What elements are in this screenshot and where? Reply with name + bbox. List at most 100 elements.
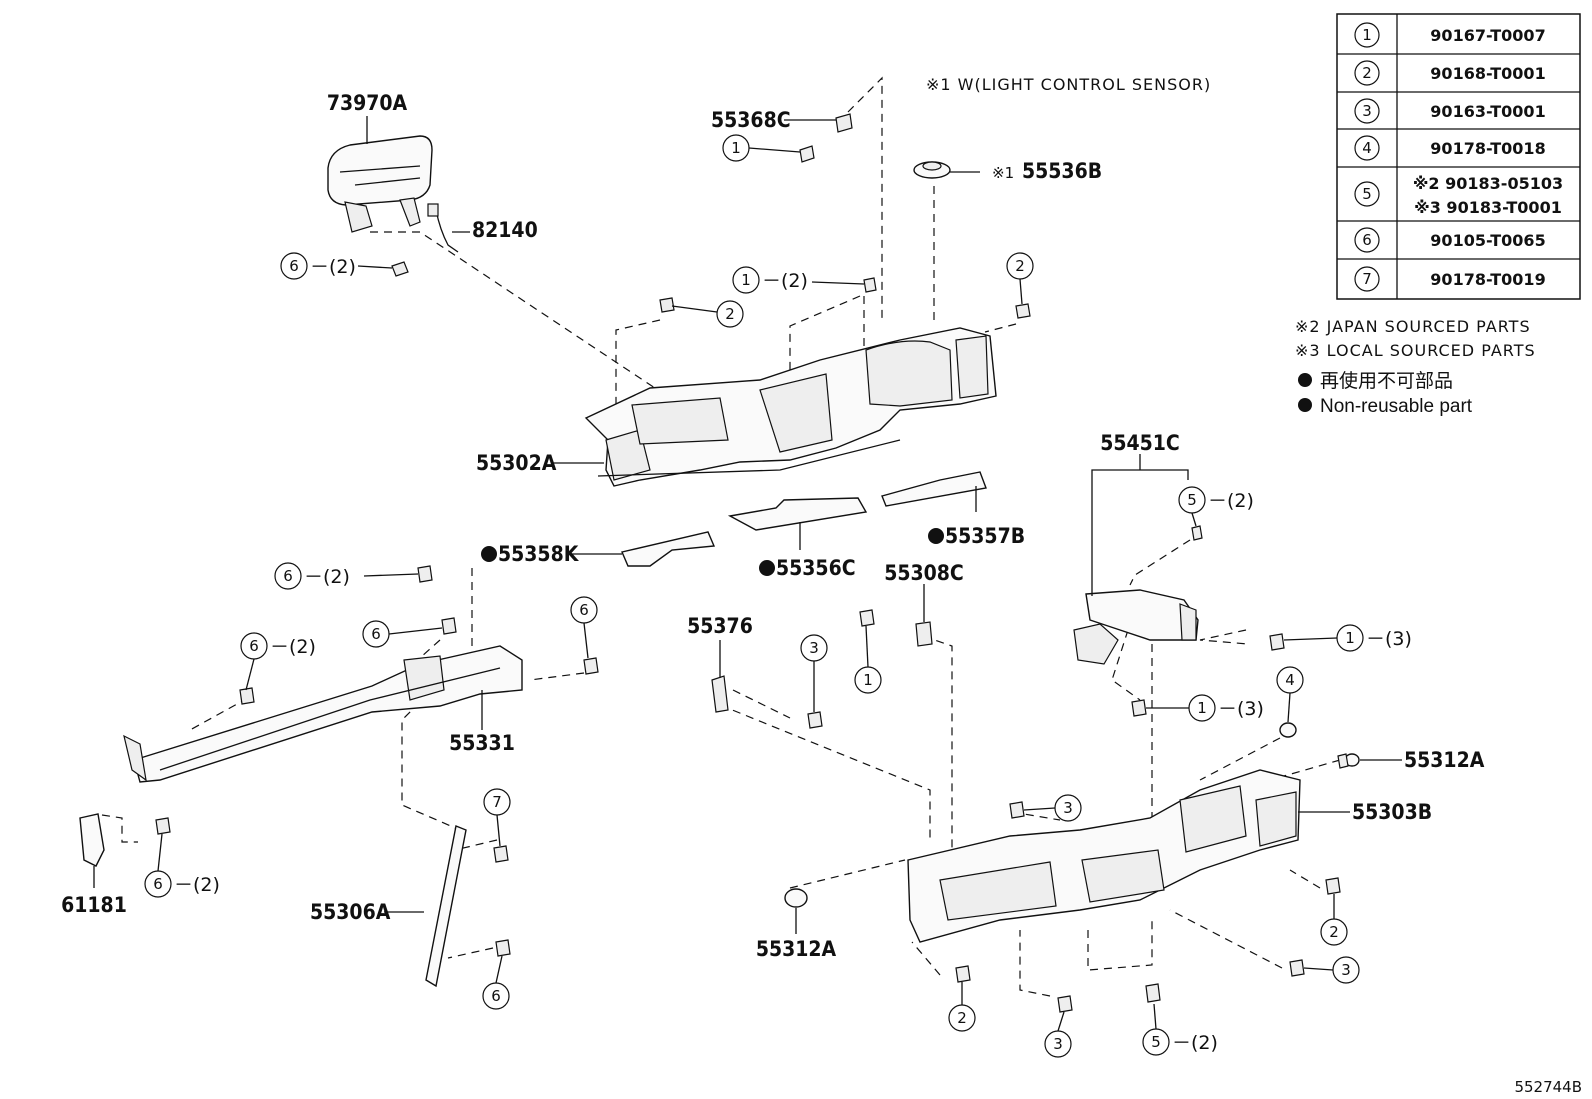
svg-text:－(2): －(2) xyxy=(304,566,350,588)
label-55376: 55376 xyxy=(687,614,753,638)
legend-part-number: 90178-T0018 xyxy=(1430,139,1545,158)
svg-text:－(3): －(3) xyxy=(1366,628,1412,650)
callout-2: 2 xyxy=(1006,252,1034,305)
brace-55306A-drawing xyxy=(425,825,467,988)
callout-3: 3 xyxy=(1303,956,1360,984)
callout-6: 6 xyxy=(362,620,443,648)
svg-text:－(2): －(2) xyxy=(762,270,808,292)
callout-6-qty2: 6 －(2) xyxy=(144,833,220,898)
svg-text:5: 5 xyxy=(1187,491,1197,509)
connector-plug xyxy=(427,203,439,217)
label-55312A-right: 55312A xyxy=(1404,748,1485,772)
svg-text:2: 2 xyxy=(1015,257,1025,275)
legend-table: 1 90167-T0007 2 90168-T0001 3 90163-T000… xyxy=(1336,13,1581,300)
legend-part-number: 90163-T0001 xyxy=(1430,102,1545,121)
light-sensor-lens xyxy=(922,161,942,171)
svg-text:6: 6 xyxy=(579,601,589,619)
callout-1: 1 xyxy=(854,625,882,694)
legend-no: 5 xyxy=(1362,185,1372,203)
callout-6-qty2: 6 －(2) xyxy=(240,632,316,691)
pad-55358K-drawing xyxy=(621,531,716,567)
center-bracket-drawing xyxy=(1073,589,1199,665)
svg-text:7: 7 xyxy=(492,793,502,811)
bracket-55376-drawing xyxy=(711,675,729,713)
nut-drawing xyxy=(1279,722,1297,738)
callout-7: 7 xyxy=(483,788,511,847)
svg-text:1: 1 xyxy=(1197,699,1207,717)
legend-part-number: 90167-T0007 xyxy=(1430,26,1545,45)
svg-text:6: 6 xyxy=(371,625,381,643)
label-55368C: 55368C xyxy=(711,108,791,132)
legend-no: 1 xyxy=(1362,26,1372,44)
svg-text:－(2): －(2) xyxy=(270,636,316,658)
clip-55451C-drawing xyxy=(1191,525,1203,541)
label-55303B: 55303B xyxy=(1352,800,1432,824)
svg-text:5: 5 xyxy=(1151,1033,1161,1051)
callout-5-qty2: 5 －(2) xyxy=(1178,486,1254,527)
non-reusable-bullet-icon xyxy=(1298,398,1312,412)
callout-3: 3 xyxy=(1044,1011,1072,1058)
svg-text:2: 2 xyxy=(957,1009,967,1027)
clip-bottom-drawing xyxy=(1145,983,1161,1003)
label-55302A: 55302A xyxy=(476,451,557,475)
svg-text:6: 6 xyxy=(249,637,259,655)
callout-2: 2 xyxy=(1320,894,1348,946)
instrument-panel-drawing xyxy=(584,327,997,487)
svg-text:1: 1 xyxy=(731,139,741,157)
pad-55357B-drawing xyxy=(881,471,987,507)
svg-text:1: 1 xyxy=(741,271,751,289)
svg-text:－(3): －(3) xyxy=(1218,698,1264,720)
leader-55451C xyxy=(1091,454,1189,596)
label-sensor-mark: ※1 xyxy=(992,164,1014,182)
svg-text:6: 6 xyxy=(491,987,501,1005)
callout-6: 6 xyxy=(482,955,510,1010)
bolts xyxy=(155,145,1349,1013)
legend-row-7: 7 90178-T0019 xyxy=(1354,266,1546,292)
legend-no: 2 xyxy=(1362,64,1372,82)
svg-text:2: 2 xyxy=(1329,923,1339,941)
label-73970A: 73970A xyxy=(327,91,408,115)
legend-row-4: 4 90178-T0018 xyxy=(1354,135,1546,161)
label-55451C: 55451C xyxy=(1100,431,1180,455)
svg-text:6: 6 xyxy=(289,257,299,275)
legend-row-5: 5 ※2 90183-05103 ※3 90183-T0001 xyxy=(1354,174,1563,217)
callout-4: 4 xyxy=(1276,666,1304,723)
note-non-reusable-jp: 再使用不可部品 xyxy=(1320,370,1453,392)
legend-no: 6 xyxy=(1362,231,1372,249)
svg-text:4: 4 xyxy=(1285,671,1295,689)
svg-text:－(2): －(2) xyxy=(174,874,220,896)
legend-row-3: 3 90163-T0001 xyxy=(1354,98,1546,124)
legend-part-number: 90105-T0065 xyxy=(1430,231,1545,250)
label-55357B: 55357B xyxy=(945,524,1025,548)
callout-1-qty3: 1 －(3) xyxy=(1283,624,1412,652)
legend-part-number: 90178-T0019 xyxy=(1430,270,1545,289)
callout-3: 3 xyxy=(800,634,828,712)
svg-text:6: 6 xyxy=(283,567,293,585)
svg-text:3: 3 xyxy=(1053,1035,1063,1053)
callout-5-qty2: 5 －(2) xyxy=(1142,1003,1218,1056)
label-55331: 55331 xyxy=(449,731,515,755)
non-reusable-bullet-icon xyxy=(1298,373,1312,387)
non-reusable-icon xyxy=(481,546,497,562)
callout-6: 6 xyxy=(570,596,598,659)
note-japan-sourced: ※2 JAPAN SOURCED PARTS xyxy=(1295,317,1531,336)
pad-55356C-drawing xyxy=(727,497,868,531)
svg-text:3: 3 xyxy=(1341,961,1351,979)
callout-1-qty2: 1 －(2) xyxy=(732,266,865,294)
svg-text:6: 6 xyxy=(153,875,163,893)
clip-drawing xyxy=(835,113,853,133)
label-55358K: 55358K xyxy=(498,542,580,566)
non-reusable-icon xyxy=(928,528,944,544)
legend-no: 3 xyxy=(1362,102,1372,120)
callout-2: 2 xyxy=(671,300,744,328)
legend-part-number: ※2 90183-05103 xyxy=(1413,174,1563,193)
push-clip-drawing xyxy=(784,888,808,908)
label-55308C: 55308C xyxy=(884,561,964,585)
label-55356C: 55356C xyxy=(776,556,856,580)
svg-text:－(2): －(2) xyxy=(1208,490,1254,512)
non-reusable-icon xyxy=(759,560,775,576)
bracket-61181-drawing xyxy=(79,813,105,867)
legend-row-1: 1 90167-T0007 xyxy=(1354,22,1546,48)
label-55536B: 55536B xyxy=(1022,159,1102,183)
